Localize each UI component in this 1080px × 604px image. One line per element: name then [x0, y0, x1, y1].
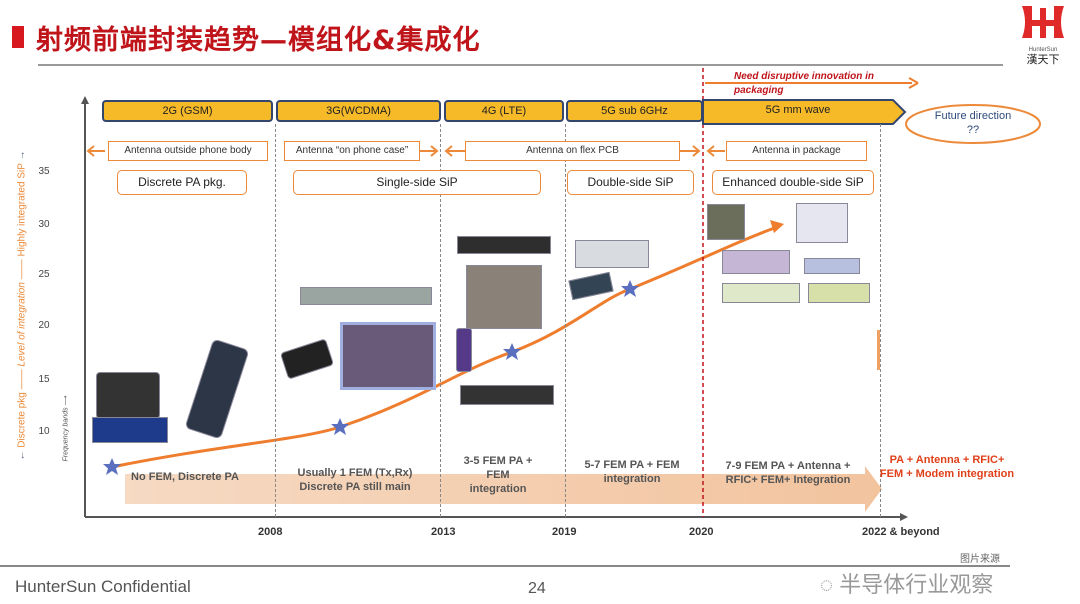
aip-package-image-2 — [808, 283, 870, 303]
packaging-label: Single-side SiP — [293, 170, 541, 195]
watermark-text: 半导体行业观察 — [839, 572, 994, 597]
integration-5g-mm: 7-9 FEM PA + Antenna + RFIC+ FEM+ Integr… — [725, 460, 851, 486]
logo-cn: 漢天下 — [1026, 54, 1060, 66]
y-tick: 35 — [38, 166, 50, 177]
divider-2008 — [275, 124, 276, 517]
lte-module-image — [466, 265, 542, 329]
double-side-sip-image — [575, 240, 649, 268]
hunter-sun-logo: HunterSun 漢天下 — [1018, 4, 1068, 67]
divider-2019 — [565, 124, 566, 517]
year-label: 2020 — [689, 526, 714, 538]
year-label: 2013 — [431, 526, 456, 538]
aip-layers-image — [804, 258, 860, 274]
integration-4g: 3-5 FEM PA + FEM integration — [463, 455, 533, 495]
integration-3g: Usually 1 FEM (Tx,Rx) Discrete PA still … — [297, 467, 413, 493]
gen-3g: 3G(WCDMA) — [276, 100, 441, 122]
title-marker — [12, 26, 24, 48]
page-title: 射频前端封装趋势—模组化&集成化 — [36, 25, 481, 56]
gen-5g-mm: 5G mm wave — [765, 104, 831, 116]
lte-phone-image — [456, 328, 472, 372]
innovation-note: Need disruptive innovation in packaging — [734, 71, 875, 96]
antenna-label: Antenna “on phone case” — [284, 141, 420, 161]
logo-mark-icon — [1022, 6, 1064, 38]
future-ellipse — [905, 104, 1041, 144]
aip-package-image — [722, 283, 800, 303]
image-source: 图片来源 — [960, 554, 1000, 565]
year-label: 2022 & beyond — [862, 526, 940, 538]
year-label: 2019 — [552, 526, 577, 538]
year-label: 2008 — [258, 526, 283, 538]
y-tick: 25 — [38, 269, 50, 280]
flex-antenna-image — [457, 236, 551, 254]
integration-band-arrow — [125, 466, 882, 512]
page-number: 24 — [528, 580, 546, 597]
logo-brand: HunterSun — [1028, 47, 1058, 53]
y-tick: 10 — [38, 426, 50, 437]
wechat-icon: ◌ — [820, 572, 840, 597]
antenna-label: Antenna in package — [726, 141, 867, 161]
packaging-label: Double-side SiP — [567, 170, 694, 195]
sip-board-image — [340, 322, 436, 390]
integration-curve — [111, 224, 781, 469]
integration-2g: No FEM, Discrete PA — [131, 471, 239, 483]
y-tick: 15 — [38, 374, 50, 385]
qfn-chip-image — [96, 372, 160, 419]
aip-array-image — [796, 203, 848, 243]
integration-5g-sub6: 5-7 FEM PA + FEM integration — [584, 459, 680, 485]
divider-2022 — [880, 124, 881, 517]
pa-cross-section-image — [92, 417, 168, 443]
title-divider — [38, 64, 1003, 66]
gen-2g: 2G (GSM) — [102, 100, 273, 122]
gen-5g-sub6: 5G sub 6GHz — [566, 100, 703, 122]
packaging-label: Enhanced double-side SiP — [712, 170, 874, 195]
future-direction: Future direction ?? — [934, 110, 1012, 136]
divider-2013 — [440, 124, 441, 517]
packaging-label: Discrete PA pkg. — [117, 170, 247, 195]
gen-5g-mm-shape — [702, 99, 907, 125]
antenna-label: Antenna on flex PCB — [465, 141, 680, 161]
lte-pcb-image — [460, 385, 554, 405]
footer-divider — [0, 565, 1010, 567]
milestone-stars — [103, 280, 639, 475]
integration-future: PA + Antenna + RFIC+ FEM + Modem integra… — [879, 454, 1015, 480]
antenna-label: Antenna outside phone body — [108, 141, 268, 161]
gen-4g: 4G (LTE) — [444, 100, 564, 122]
y-tick: 30 — [38, 219, 50, 230]
aip-cross-section-image — [722, 250, 790, 274]
y-tick: 20 — [38, 320, 50, 331]
aip-chip-image — [707, 204, 745, 240]
footer-confidential: HunterSun Confidential — [15, 577, 191, 596]
watermark: ◌ 半导体行业观察 — [820, 572, 993, 598]
sip-module-image — [300, 287, 432, 305]
